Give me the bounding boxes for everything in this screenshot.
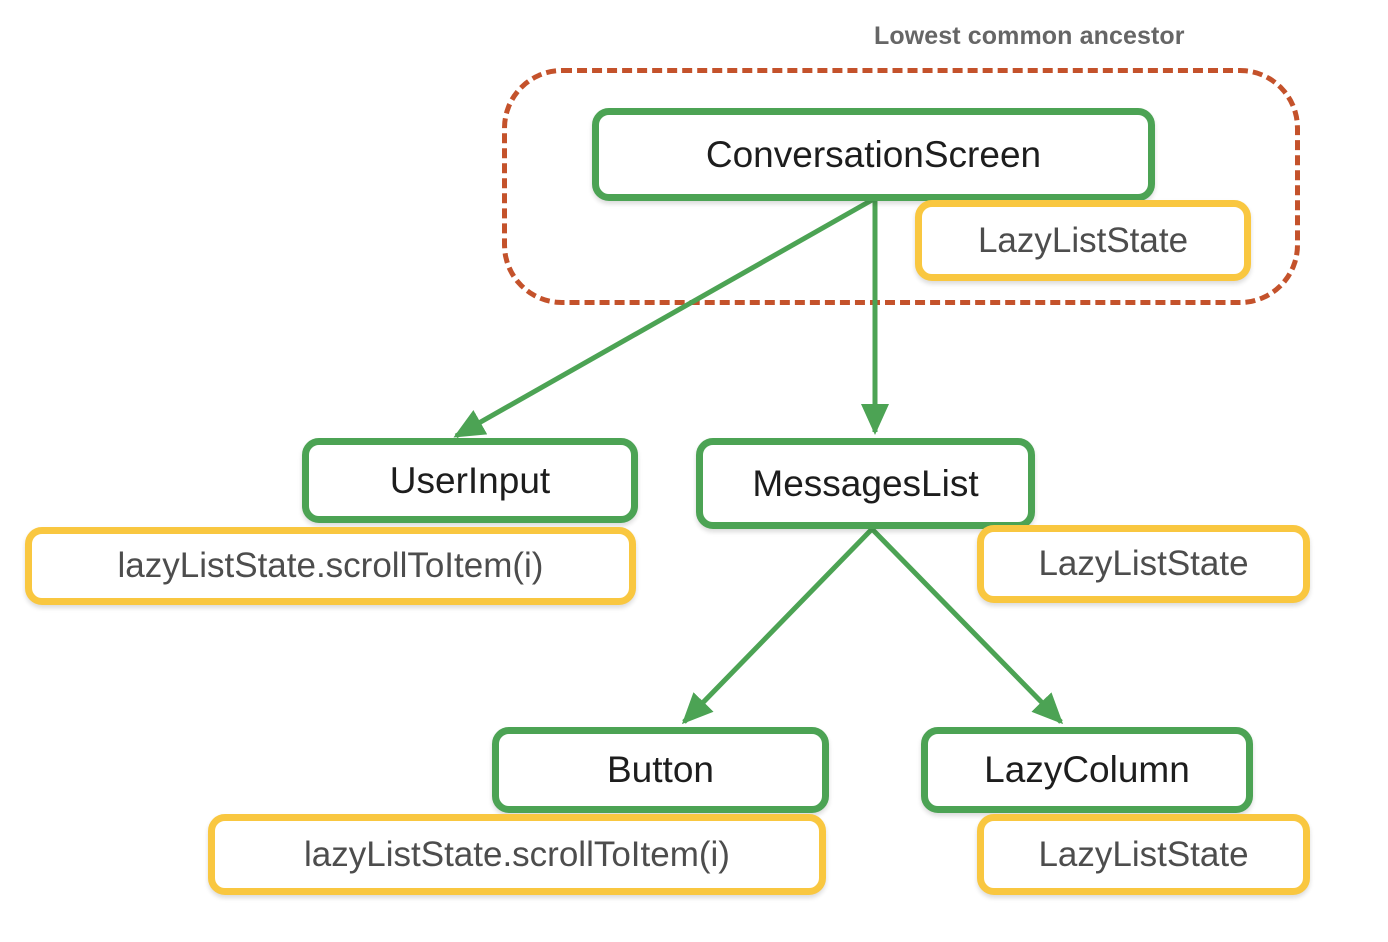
node-button-label: Button [607, 749, 714, 790]
state-badge-messageslist[interactable]: LazyListState [977, 525, 1310, 603]
state-badge-messageslist-label: LazyListState [1038, 544, 1249, 583]
node-messageslist[interactable]: MessagesList [696, 438, 1035, 529]
node-messageslist-label: MessagesList [752, 462, 979, 504]
state-badge-userinput-label: lazyListState.scrollToItem(i) [117, 546, 544, 585]
state-badge-button-label: lazyListState.scrollToItem(i) [304, 834, 730, 874]
edge-messageslist-to-button [681, 527, 874, 725]
state-badge-button[interactable]: lazyListState.scrollToItem(i) [208, 814, 826, 895]
node-userinput-label: UserInput [389, 459, 551, 501]
node-conversationscreen[interactable]: ConversationScreen [592, 108, 1155, 201]
state-badge-lazycolumn-label: LazyListState [1038, 834, 1249, 874]
state-badge-conversationscreen[interactable]: LazyListState [915, 200, 1251, 281]
node-lazycolumn-label: LazyColumn [984, 749, 1190, 790]
state-badge-lazycolumn[interactable]: LazyListState [977, 814, 1310, 895]
node-userinput[interactable]: UserInput [302, 438, 638, 523]
node-conversationscreen-label: ConversationScreen [705, 133, 1042, 175]
state-badge-conversationscreen-label: LazyListState [977, 220, 1189, 260]
state-badge-userinput[interactable]: lazyListState.scrollToItem(i) [25, 527, 636, 605]
lowest-common-ancestor-label: Lowest common ancestor [874, 22, 1185, 50]
node-lazycolumn[interactable]: LazyColumn [921, 727, 1253, 813]
lowest-common-ancestor-region [502, 68, 1300, 305]
node-button[interactable]: Button [492, 727, 829, 813]
